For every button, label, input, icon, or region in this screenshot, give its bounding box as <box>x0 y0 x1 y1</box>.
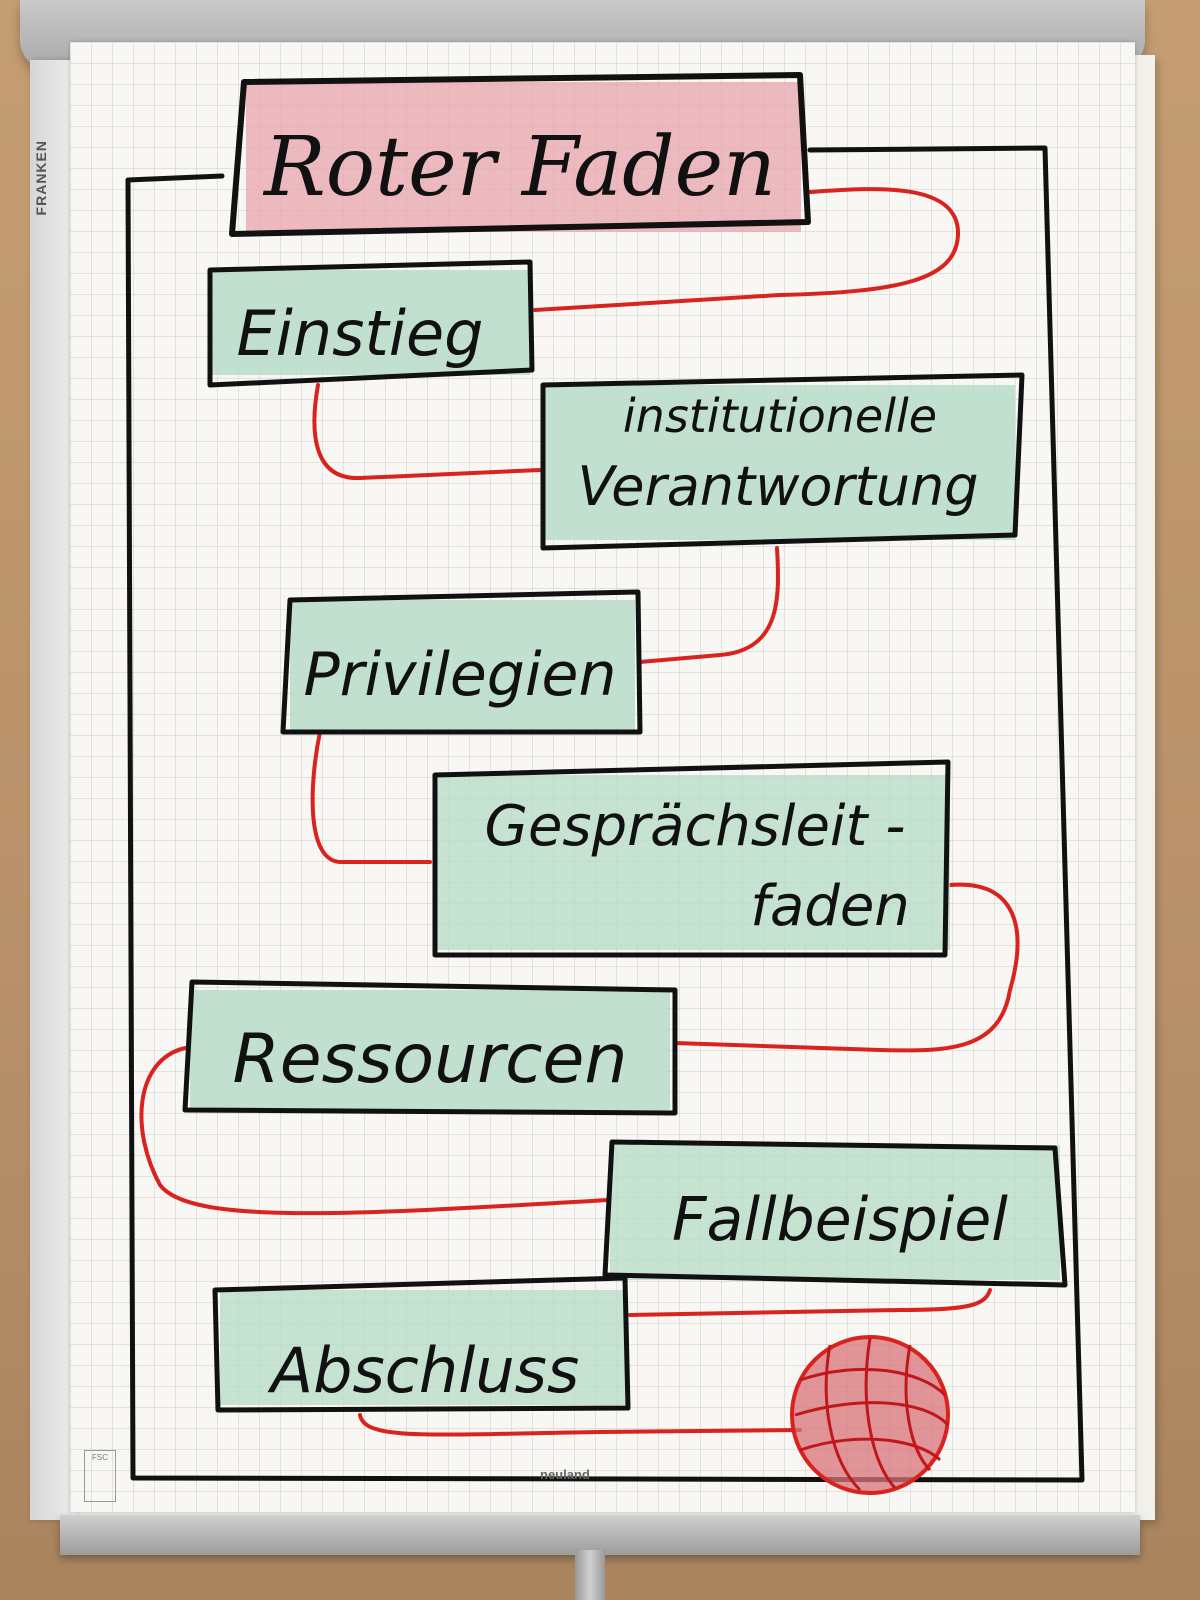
easel-leg <box>575 1550 605 1600</box>
step-label-line-2: Verantwortung <box>578 455 979 518</box>
fsc-label: FSC <box>92 1453 108 1462</box>
red-thread <box>139 187 1020 1437</box>
easel-bottom-tray <box>60 1515 1140 1555</box>
step-privilegien: Privilegien <box>280 589 643 735</box>
step-label-line-1: Gesprächsleit - <box>485 794 906 859</box>
neuland-logo: neuland <box>540 1467 590 1482</box>
step-label-line-2: faden <box>750 874 910 939</box>
step-label: Fallbeispiel <box>672 1185 1008 1255</box>
step-fallbeispiel: Fallbeispiel <box>602 1139 1068 1288</box>
fsc-mark-icon: FSC <box>84 1450 116 1502</box>
outer-frame <box>125 145 1085 1483</box>
title-box: Roter Faden <box>229 72 811 237</box>
step-ressourcen: Ressourcen <box>182 979 678 1116</box>
step-label-line-1: institutionelle <box>623 389 937 443</box>
step-label: Ressourcen <box>233 1020 628 1099</box>
step-label: Einstieg <box>236 297 483 370</box>
step-label: Abschluss <box>267 1334 580 1407</box>
step-einstieg: Einstieg <box>207 259 535 388</box>
neuland-logo-text: neuland <box>540 1467 590 1482</box>
step-label: Privilegien <box>304 640 617 710</box>
poster-title: Roter Faden <box>262 120 776 215</box>
step-abschluss: Abschluss <box>212 1275 631 1413</box>
step-gespraechsleitfaden: Gesprächsleit - faden <box>432 759 951 958</box>
yarn-ball-illustration <box>790 1335 950 1495</box>
step-institutionelle-verantwortung: institutionelle Verantwortung <box>540 372 1025 551</box>
